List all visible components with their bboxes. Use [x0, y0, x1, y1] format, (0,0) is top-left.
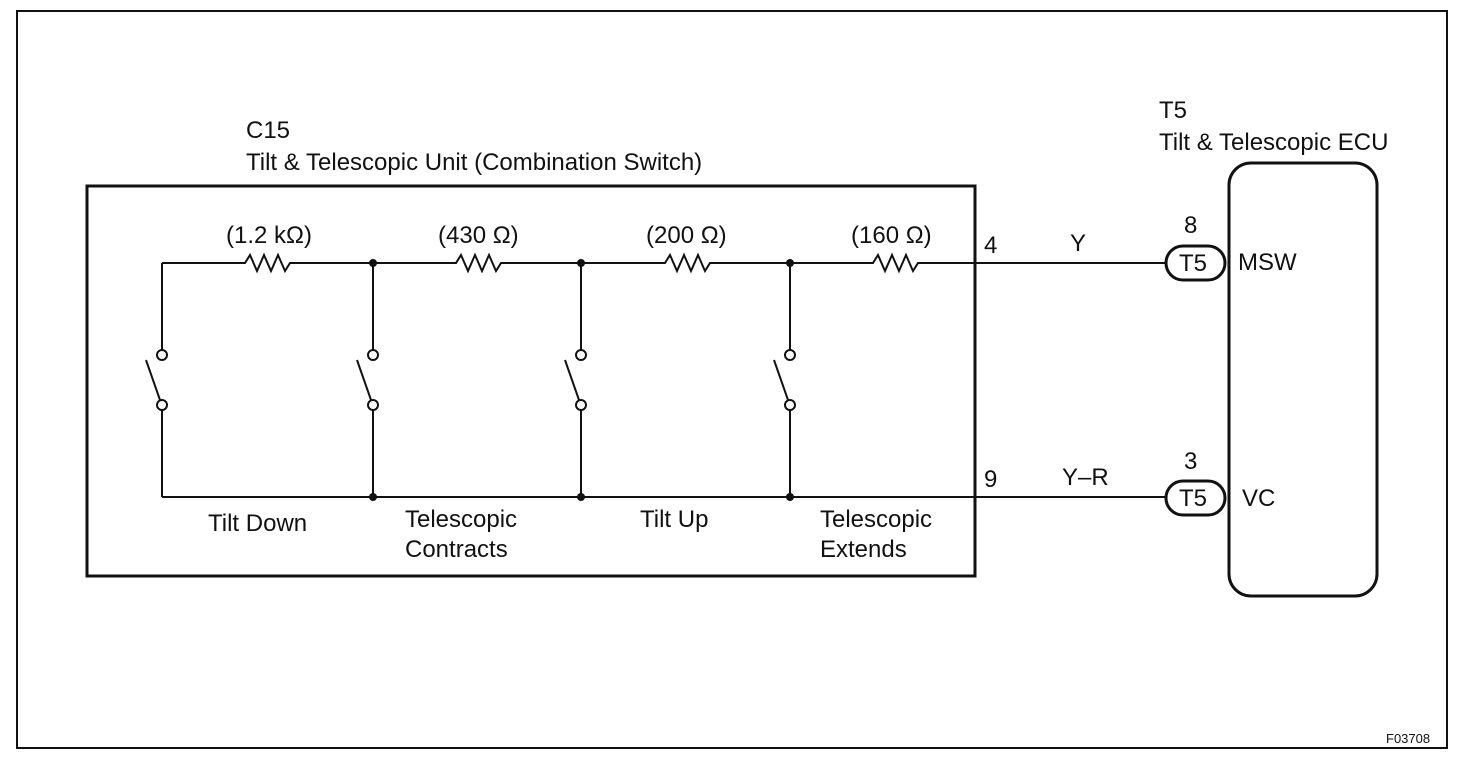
diagram-frame: [16, 10, 1448, 749]
terminal-vc: VC: [1242, 485, 1276, 512]
ecu-name: Tilt & Telescopic ECU: [1159, 129, 1389, 156]
connector-label-msw: T5: [1179, 250, 1208, 277]
ecu-code: T5: [1159, 97, 1188, 124]
resistor-label-3: (200 Ω): [646, 222, 727, 249]
switch-label-telescopic-extends-1: Telescopic: [820, 506, 933, 533]
unit-code: C15: [246, 117, 291, 144]
connector-oval-vc: [1164, 479, 1227, 517]
switch-branch-3: [564, 263, 587, 497]
resistor-label-2: (430 Ω): [438, 222, 519, 249]
pin-label-bottom: 9: [984, 466, 998, 493]
figure-id: F03708: [1386, 731, 1431, 746]
switch-label-tilt-down: Tilt Down: [208, 510, 308, 537]
unit-box: [85, 184, 977, 578]
wire-color-top: Y: [1070, 230, 1087, 257]
connector-label-vc: T5: [1179, 485, 1208, 512]
connector-pin-vc: 3: [1184, 448, 1198, 475]
switch-branch-2: [356, 263, 379, 497]
switch-label-telescopic-contracts-2: Contracts: [405, 536, 508, 563]
switch-branch-1: [145, 263, 168, 497]
switch-branch-4: [773, 263, 796, 497]
top-bus-wire: [162, 252, 1166, 274]
resistor-label-4: (160 Ω): [851, 222, 932, 249]
switch-label-telescopic-extends-2: Extends: [820, 536, 907, 563]
connector-oval-msw: [1164, 244, 1227, 282]
switch-label-telescopic-contracts-1: Telescopic: [405, 506, 518, 533]
pin-label-top: 4: [984, 232, 998, 259]
resistor-label-1: (1.2 kΩ): [226, 222, 312, 249]
switch-label-tilt-up: Tilt Up: [640, 506, 709, 533]
wire-color-bottom: Y–R: [1062, 464, 1109, 491]
unit-name: Tilt & Telescopic Unit (Combination Swit…: [246, 149, 703, 176]
terminal-msw: MSW: [1238, 249, 1297, 276]
connector-pin-msw: 8: [1184, 212, 1198, 239]
ecu-box: [1227, 161, 1379, 598]
junction-dots: [369, 259, 794, 501]
